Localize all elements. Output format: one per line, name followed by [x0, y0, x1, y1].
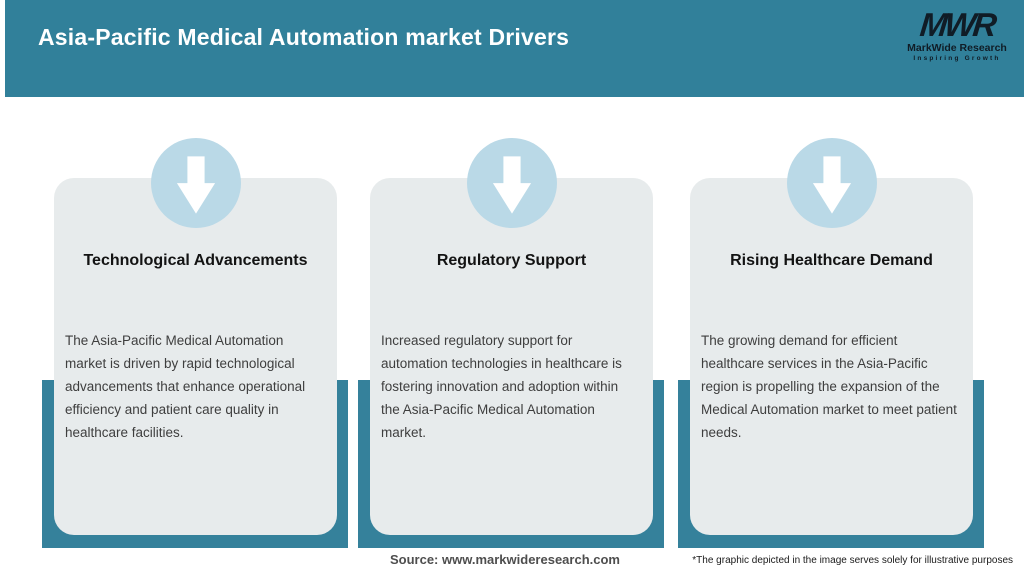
down-arrow-icon: [812, 156, 852, 214]
driver-card: [54, 178, 337, 535]
arrow-badge: [151, 138, 241, 228]
disclaimer-text: *The graphic depicted in the image serve…: [692, 555, 1013, 566]
card-title: Rising Healthcare Demand: [730, 252, 933, 269]
card-body: The growing demand for efficient healthc…: [701, 333, 957, 440]
page-title: Asia-Pacific Medical Automation market D…: [38, 24, 570, 50]
mwr-monogram-icon: MWR: [918, 6, 996, 43]
arrow-badge: [787, 138, 877, 228]
card-title: Technological Advancements: [83, 252, 308, 269]
card-body: Increased regulatory support for automat…: [381, 333, 622, 440]
down-arrow-icon: [176, 156, 216, 214]
logo-name: MarkWide Research: [907, 42, 1007, 54]
card-title: Regulatory Support: [436, 252, 587, 269]
arrow-badge: [467, 138, 557, 228]
driver-card: [370, 178, 653, 535]
logo-tagline: Inspiring Growth: [913, 54, 1001, 62]
card-body: The Asia-Pacific Medical Automation mark…: [65, 333, 306, 440]
header-banner: Asia-Pacific Medical Automation market D…: [5, 0, 1024, 97]
markwide-research-logo: MWR MarkWide Research Inspiring Growth: [902, 6, 1012, 62]
source-text: Source: www.markwideresearch.com: [389, 552, 620, 567]
down-arrow-icon: [492, 156, 532, 214]
driver-card: [690, 178, 973, 535]
